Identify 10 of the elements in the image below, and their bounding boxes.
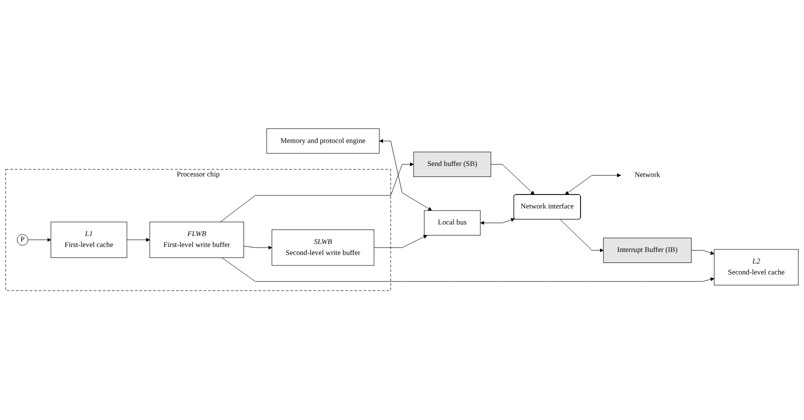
node-box bbox=[714, 250, 799, 286]
node-box bbox=[50, 222, 128, 258]
node-box bbox=[424, 210, 481, 236]
node-box bbox=[603, 238, 692, 264]
node-box bbox=[272, 230, 374, 266]
cluster bbox=[5, 170, 391, 292]
node-box bbox=[413, 152, 492, 178]
node-box bbox=[266, 128, 380, 154]
node-box bbox=[150, 222, 244, 258]
node-circle bbox=[16, 234, 28, 246]
